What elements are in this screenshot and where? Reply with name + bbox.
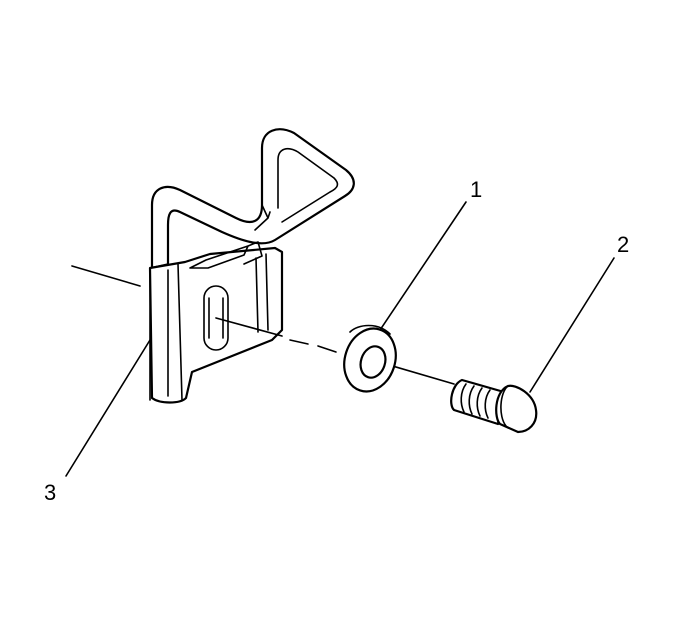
bracket-assembly: [148, 128, 355, 404]
washer-hole: [359, 345, 387, 379]
callout-1-washer: 1: [470, 177, 482, 202]
callout-2-bolt: 2: [617, 232, 629, 257]
axis-line-bracket: [215, 317, 283, 337]
bracket-tab: [189, 241, 263, 269]
bracket-crease: [255, 253, 269, 333]
leader-line-1: [379, 201, 467, 331]
bracket-front-fold: [149, 263, 183, 401]
leader-line-2: [529, 257, 615, 393]
callout-3-bracket: 3: [44, 480, 56, 505]
axis-dash-b: [317, 345, 337, 353]
axis-dash-left: [71, 265, 141, 287]
bracket-slot-inner: [208, 297, 224, 339]
bolt-head-edge: [500, 385, 509, 427]
axis-dash-a: [289, 339, 309, 345]
bolt-head: [495, 384, 538, 434]
wire-crimp: [254, 204, 271, 231]
bolt: [450, 378, 538, 434]
bracket-plate: [148, 246, 284, 404]
washer: [343, 324, 397, 393]
wire-loop: [150, 128, 355, 270]
bolt-threads: [460, 383, 491, 419]
leader-lines: [65, 201, 615, 477]
leader-line-3: [65, 339, 151, 477]
bracket-slot: [203, 285, 229, 351]
washer-thickness: [349, 324, 391, 335]
wire-loop-inner: [277, 147, 339, 223]
